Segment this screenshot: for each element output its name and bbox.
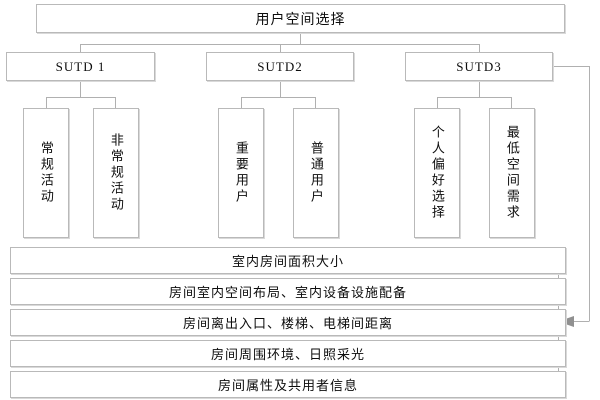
leaf-node-regular-activity[interactable]: 常规活动 (23, 108, 69, 238)
leaf-node-personal-preference[interactable]: 个人偏好选择 (414, 108, 460, 238)
level1-node-sutd2[interactable]: SUTD2 (206, 52, 354, 81)
level1-node-sutd1[interactable]: SUTD 1 (6, 52, 155, 81)
attribute-bar-room-area[interactable]: 室内房间面积大小 (10, 247, 566, 274)
attribute-bar-distance-to-exits[interactable]: 房间离出入口、楼梯、电梯间距离 (10, 309, 566, 336)
leaf-node-ordinary-user[interactable]: 普通用户 (293, 108, 339, 238)
level1-node-sutd3[interactable]: SUTD3 (405, 52, 553, 81)
root-node-user-space-selection[interactable]: 用户空间选择 (36, 4, 565, 33)
arrow-head-icon (558, 316, 574, 327)
leaf-node-important-user[interactable]: 重要用户 (218, 108, 264, 238)
leaf-node-irregular-activity[interactable]: 非常规活动 (93, 108, 139, 238)
attribute-bar-interior-layout[interactable]: 房间室内空间布局、室内设备设施配备 (10, 278, 566, 305)
leaf-node-minimum-space-requirement[interactable]: 最低空间需求 (489, 108, 535, 238)
attribute-bar-room-attributes-sharers[interactable]: 房间属性及共用者信息 (10, 371, 566, 398)
attribute-bar-surroundings-daylight[interactable]: 房间周围环境、日照采光 (10, 340, 566, 367)
